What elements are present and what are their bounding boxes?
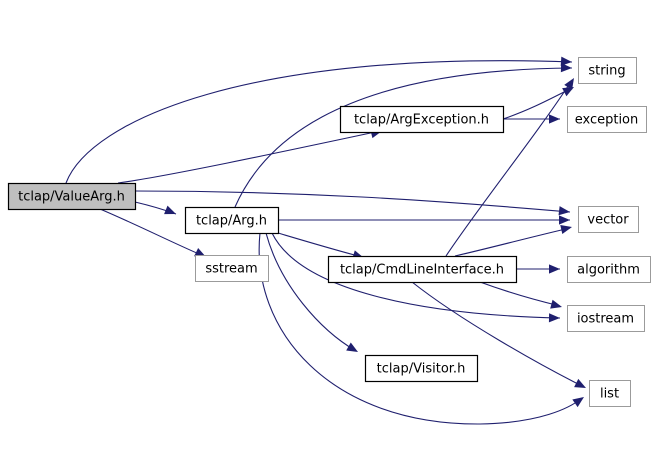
edge-line bbox=[258, 232, 583, 425]
node-box[interactable] bbox=[7, 182, 137, 211]
arrowhead-icon bbox=[560, 56, 572, 66]
edge-arg-to-string bbox=[234, 63, 573, 208]
edge-valuearg-to-argexc bbox=[117, 129, 382, 184]
edge-valuearg-to-sstream bbox=[99, 208, 207, 258]
arrowhead-icon bbox=[564, 78, 574, 90]
edge-line bbox=[277, 232, 363, 258]
node-label: string bbox=[588, 64, 625, 79]
edge-argexc-to-string bbox=[502, 87, 574, 120]
arrowhead-icon bbox=[572, 397, 584, 408]
node-box[interactable] bbox=[578, 206, 639, 233]
node-label: exception bbox=[575, 113, 639, 128]
arrowhead-icon bbox=[560, 63, 572, 73]
edge-cmdline-to-list bbox=[411, 281, 586, 388]
edge-line bbox=[117, 130, 381, 184]
edge-line bbox=[271, 232, 561, 319]
node-cmdline[interactable]: tclap/CmdLineInterface.h bbox=[327, 255, 518, 284]
node-label: iostream bbox=[577, 312, 634, 327]
edge-line bbox=[65, 60, 573, 184]
edge-valuearg-to-string bbox=[65, 56, 573, 184]
arrowhead-icon bbox=[574, 378, 586, 388]
edge-line bbox=[234, 67, 573, 208]
edge-arg-to-list bbox=[258, 232, 584, 425]
node-box[interactable] bbox=[327, 255, 518, 284]
edge-arg-to-iostream bbox=[271, 232, 561, 323]
node-layer: tclap/ValueArg.h tclap/Arg.h sstream tclap/… bbox=[7, 57, 651, 407]
edge-line bbox=[479, 281, 561, 307]
edge-valuearg-to-vector bbox=[134, 190, 571, 216]
arrowhead-icon bbox=[558, 206, 570, 216]
arrowhead-icon bbox=[560, 224, 572, 234]
node-label: tclap/ValueArg.h bbox=[18, 190, 125, 205]
node-label: tclap/ArgException.h bbox=[354, 113, 489, 128]
node-label: tclap/CmdLineInterface.h bbox=[340, 263, 504, 278]
node-arg[interactable]: tclap/Arg.h bbox=[184, 206, 280, 235]
edge-cmdline-to-iostream bbox=[479, 281, 562, 309]
arrowhead-icon bbox=[559, 215, 570, 225]
node-label: tclap/Arg.h bbox=[196, 214, 267, 229]
edge-argexc-to-exception bbox=[503, 114, 560, 124]
node-box[interactable] bbox=[364, 354, 479, 383]
node-list[interactable]: list bbox=[589, 380, 631, 407]
edge-line bbox=[411, 281, 585, 388]
edge-line bbox=[134, 190, 571, 213]
node-algorithm[interactable]: algorithm bbox=[567, 256, 651, 283]
edge-cmdline-to-string bbox=[445, 78, 574, 257]
edge-arg-to-visitor bbox=[265, 232, 358, 352]
edge-layer bbox=[65, 56, 586, 425]
edge-cmdline-to-algorithm bbox=[516, 264, 560, 274]
node-box[interactable] bbox=[339, 105, 505, 134]
edge-line bbox=[502, 87, 573, 120]
edge-cmdline-to-vector bbox=[454, 224, 572, 257]
node-box[interactable] bbox=[195, 255, 269, 282]
node-vector[interactable]: vector bbox=[578, 206, 639, 233]
node-label: sstream bbox=[205, 262, 257, 277]
node-label: vector bbox=[587, 213, 629, 228]
node-box[interactable] bbox=[567, 106, 647, 133]
node-box[interactable] bbox=[589, 380, 631, 407]
node-label: tclap/Visitor.h bbox=[377, 362, 466, 377]
edge-arg-to-vector bbox=[278, 215, 570, 225]
arrowhead-icon bbox=[549, 114, 560, 124]
node-string[interactable]: string bbox=[578, 57, 637, 84]
arrowhead-icon bbox=[346, 342, 358, 352]
arrowhead-icon bbox=[549, 264, 560, 274]
node-exception[interactable]: exception bbox=[567, 106, 647, 133]
arrowhead-icon bbox=[562, 87, 574, 97]
node-label: algorithm bbox=[577, 263, 640, 278]
arrowhead-icon bbox=[194, 248, 206, 257]
node-argexc[interactable]: tclap/ArgException.h bbox=[339, 105, 505, 134]
node-valuearg[interactable]: tclap/ValueArg.h bbox=[7, 182, 137, 211]
node-sstream[interactable]: sstream bbox=[195, 255, 269, 282]
edge-valuearg-to-arg bbox=[134, 201, 177, 215]
edge-line bbox=[265, 232, 357, 352]
node-box[interactable] bbox=[567, 305, 645, 332]
edge-line bbox=[445, 79, 573, 257]
arrowhead-icon bbox=[548, 313, 560, 323]
arrowhead-icon bbox=[550, 299, 562, 309]
node-label: list bbox=[600, 387, 619, 402]
edge-line bbox=[454, 227, 571, 257]
node-visitor[interactable]: tclap/Visitor.h bbox=[364, 354, 479, 383]
node-box[interactable] bbox=[567, 256, 651, 283]
node-iostream[interactable]: iostream bbox=[567, 305, 645, 332]
arrowhead-icon bbox=[164, 205, 176, 215]
node-box[interactable] bbox=[578, 57, 637, 84]
node-box[interactable] bbox=[184, 206, 280, 235]
